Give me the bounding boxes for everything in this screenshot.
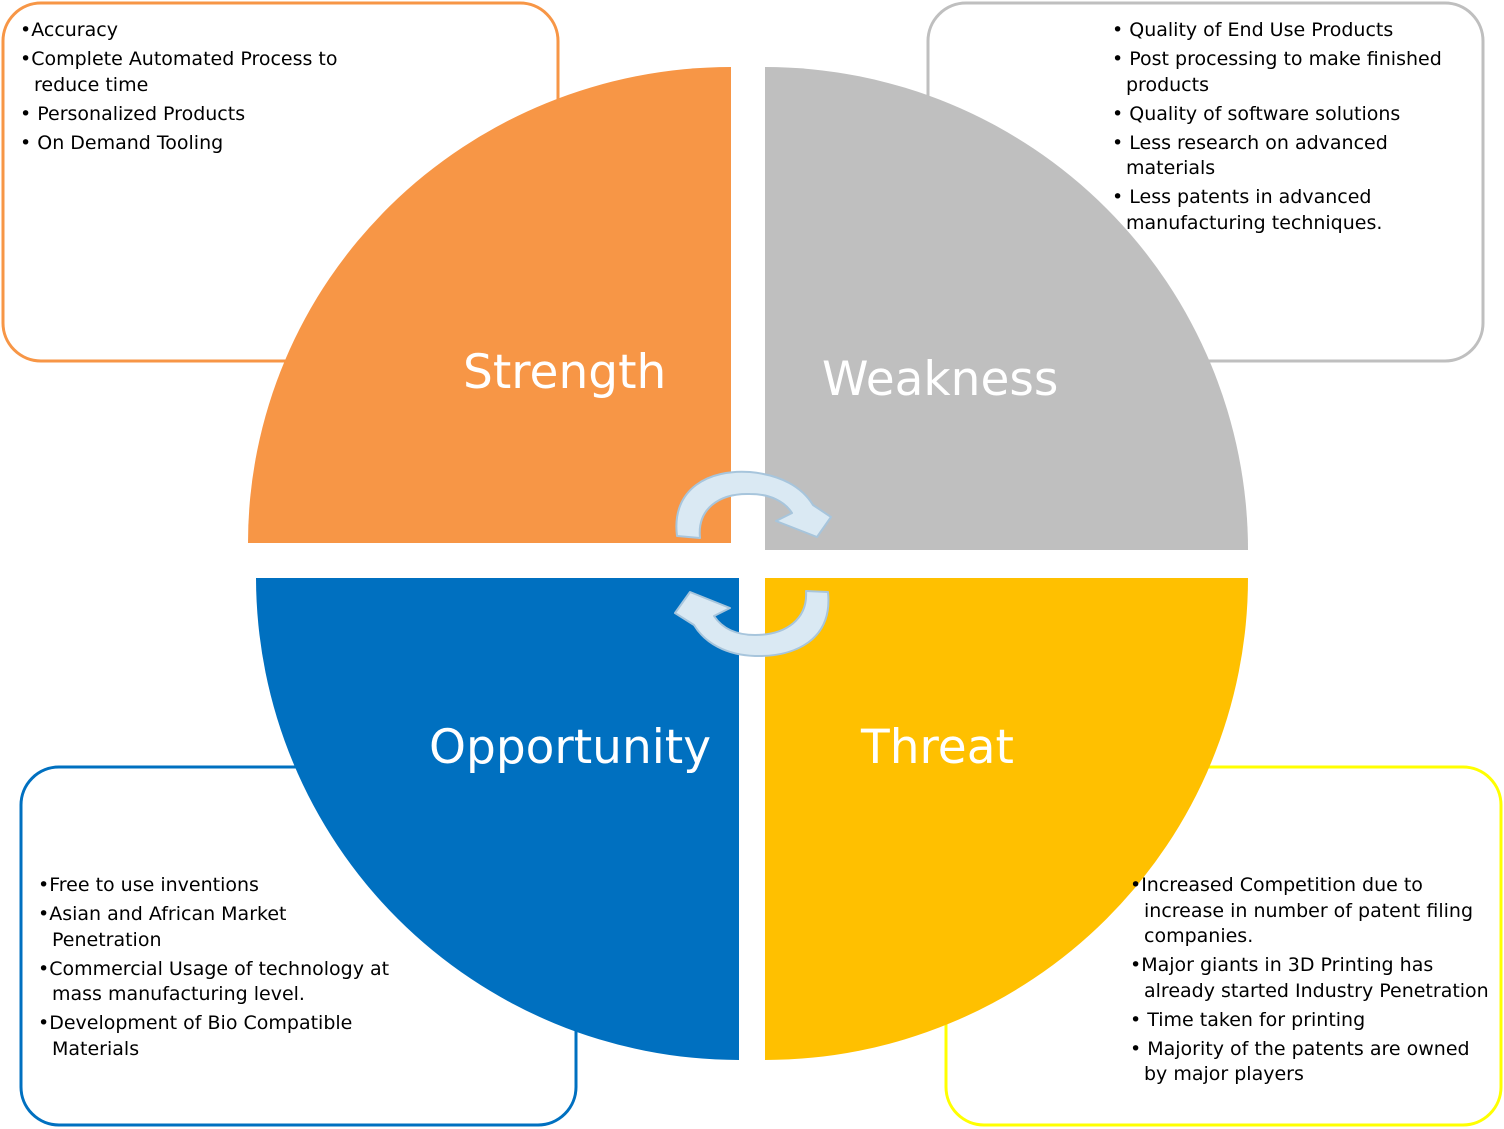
strength-list-item: •Complete Automated Process to reduce tim… [20, 47, 380, 98]
strength-item-text: reduce time [34, 73, 149, 96]
strength-list: •Accuracy •Complete Automated Process to r… [20, 18, 380, 160]
strength-item-text: •Accuracy [20, 19, 118, 41]
weakness-quadrant [765, 67, 1248, 550]
weakness-item-text: • Quality of End Use Products [1112, 19, 1394, 41]
weakness-item-text: • Post processing to make finished [1112, 48, 1442, 70]
threat-item-text: •Major giants in 3D Printing has [1130, 954, 1434, 976]
threat-quadrant [765, 578, 1248, 1060]
weakness-item-text: materials [1126, 157, 1216, 179]
weakness-list-item: • Quality of End Use Products [1112, 18, 1472, 44]
threat-item-text: •Increased Competition due to [1130, 874, 1423, 896]
strength-list-item: • Personalized Products [20, 102, 380, 128]
strength-label: Strength [463, 345, 667, 400]
weakness-label: Weakness [822, 352, 1059, 407]
strength-item-text: •Complete Automated Process to [20, 48, 338, 70]
weakness-list-item: • Less research on advanced materials [1112, 131, 1472, 182]
strength-item-text: • Personalized Products [20, 102, 246, 125]
weakness-item-text: • Quality of software solutions [1112, 102, 1401, 125]
threat-item-text: already started Industry Penetration [1144, 979, 1489, 1002]
threat-list-item: •Major giants in 3D Printing has already … [1130, 953, 1500, 1004]
opportunity-item-text: Materials [52, 1037, 140, 1060]
strength-quadrant [248, 67, 731, 543]
weakness-item-text: manufacturing techniques. [1126, 211, 1383, 234]
cycle-arrow-bottom-icon [674, 590, 830, 658]
cycle-arrow-top-icon [675, 470, 832, 539]
threat-list-item: •Increased Competition due to increase in… [1130, 873, 1500, 950]
opportunity-label: Opportunity [429, 720, 712, 775]
opportunity-item-text: mass manufacturing level. [52, 983, 305, 1005]
threat-item-text: increase in number of patent filing [1144, 899, 1474, 922]
threat-item-text: • Time taken for printing [1130, 1008, 1366, 1031]
opportunity-item-text: Penetration [52, 928, 162, 951]
threat-list-item: • Time taken for printing [1130, 1008, 1500, 1034]
opportunity-list-item: •Free to use inventions [38, 873, 408, 899]
strength-list-item: • On Demand Tooling [20, 131, 380, 157]
threat-label: Threat [861, 720, 1014, 775]
weakness-list: • Quality of End Use Products • Post proc… [1112, 18, 1472, 240]
weakness-item-text: • Less research on advanced [1112, 131, 1388, 154]
threat-item-text: by major players [1144, 1063, 1304, 1085]
opportunity-item-text: •Asian and African Market [38, 903, 287, 925]
opportunity-list-item: •Commercial Usage of technology at mass m… [38, 957, 408, 1008]
weakness-list-item: • Quality of software solutions [1112, 102, 1472, 128]
opportunity-list: •Free to use inventions •Asian and Africa… [38, 873, 408, 1066]
weakness-item-text: • Less patents in advanced [1112, 186, 1372, 208]
threat-item-text: companies. [1144, 925, 1254, 947]
opportunity-item-text: •Commercial Usage of technology at [38, 957, 390, 980]
opportunity-item-text: •Free to use inventions [38, 874, 259, 896]
weakness-list-item: • Less patents in advanced manufacturing … [1112, 185, 1472, 236]
strength-item-text: • On Demand Tooling [20, 131, 224, 154]
strength-list-item: •Accuracy [20, 18, 380, 44]
threat-list-item: • Majority of the patents are owned by ma… [1130, 1037, 1500, 1088]
threat-list: •Increased Competition due to increase in… [1130, 873, 1500, 1091]
weakness-list-item: • Post processing to make finished produc… [1112, 47, 1472, 98]
opportunity-quadrant [256, 578, 739, 1060]
weakness-item-text: products [1126, 73, 1209, 96]
opportunity-item-text: •Development of Bio Compatible [38, 1012, 353, 1034]
threat-item-text: • Majority of the patents are owned [1130, 1037, 1470, 1060]
